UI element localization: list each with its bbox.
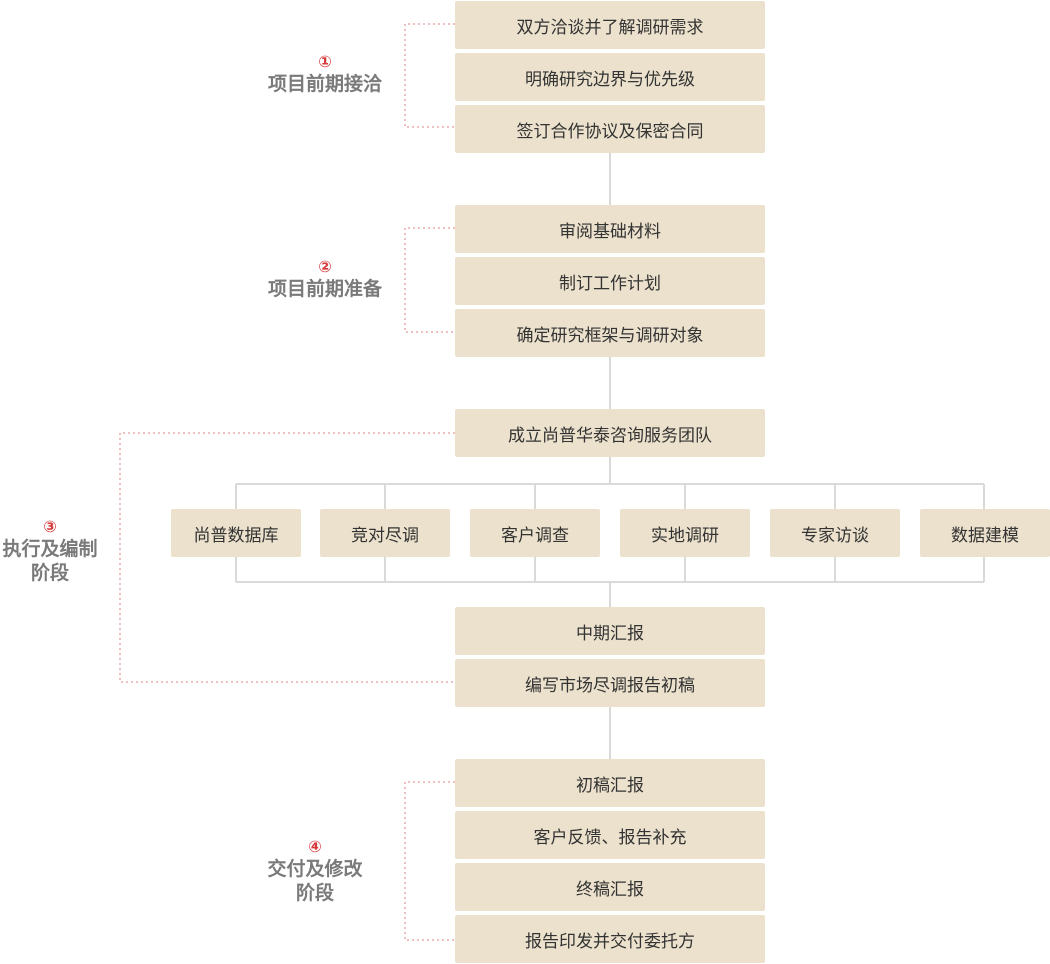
step-box: 编写市场尽调报告初稿	[455, 659, 765, 707]
step-box: 确定研究框架与调研对象	[455, 309, 765, 357]
stage-title: 项目前期准备	[267, 278, 382, 300]
stage3-bracket	[119, 432, 455, 683]
step-box: 明确研究边界与优先级	[455, 53, 765, 101]
stage-4-label: ④ 交付及修改 阶段	[245, 837, 385, 905]
stage-3-label: ③ 执行及编制 阶段	[0, 517, 100, 585]
step-box: 双方洽谈并了解调研需求	[455, 1, 765, 49]
method-box: 客户调查	[470, 509, 600, 557]
step-box: 客户反馈、报告补充	[455, 811, 765, 859]
step-box: 签订合作协议及保密合同	[455, 105, 765, 153]
step-box: 报告印发并交付委托方	[455, 915, 765, 963]
step-box: 终稿汇报	[455, 863, 765, 911]
method-box: 专家访谈	[770, 509, 900, 557]
stage1-bracket	[404, 23, 455, 128]
stage-number: ④	[308, 837, 322, 856]
stage-number: ②	[318, 257, 332, 276]
step-box: 成立尚普华泰咨询服务团队	[455, 409, 765, 457]
stage-2-label: ② 项目前期准备	[255, 257, 395, 301]
step-box: 制订工作计划	[455, 257, 765, 305]
method-box: 竞对尽调	[320, 509, 450, 557]
stage-1-label: ① 项目前期接洽	[255, 52, 395, 96]
step-box: 审阅基础材料	[455, 205, 765, 253]
method-box: 实地调研	[620, 509, 750, 557]
stage-title: 项目前期接洽	[267, 73, 382, 95]
stage2-bracket	[404, 227, 455, 333]
method-box: 数据建模	[920, 509, 1050, 557]
stage4-bracket	[404, 781, 455, 941]
stage-title: 交付及修改 阶段	[267, 858, 363, 904]
method-box: 尚普数据库	[171, 509, 301, 557]
step-box: 中期汇报	[455, 607, 765, 655]
stage-number: ③	[43, 517, 57, 536]
step-box: 初稿汇报	[455, 759, 765, 807]
stage-title: 执行及编制 阶段	[2, 538, 98, 584]
stage-number: ①	[318, 52, 332, 71]
